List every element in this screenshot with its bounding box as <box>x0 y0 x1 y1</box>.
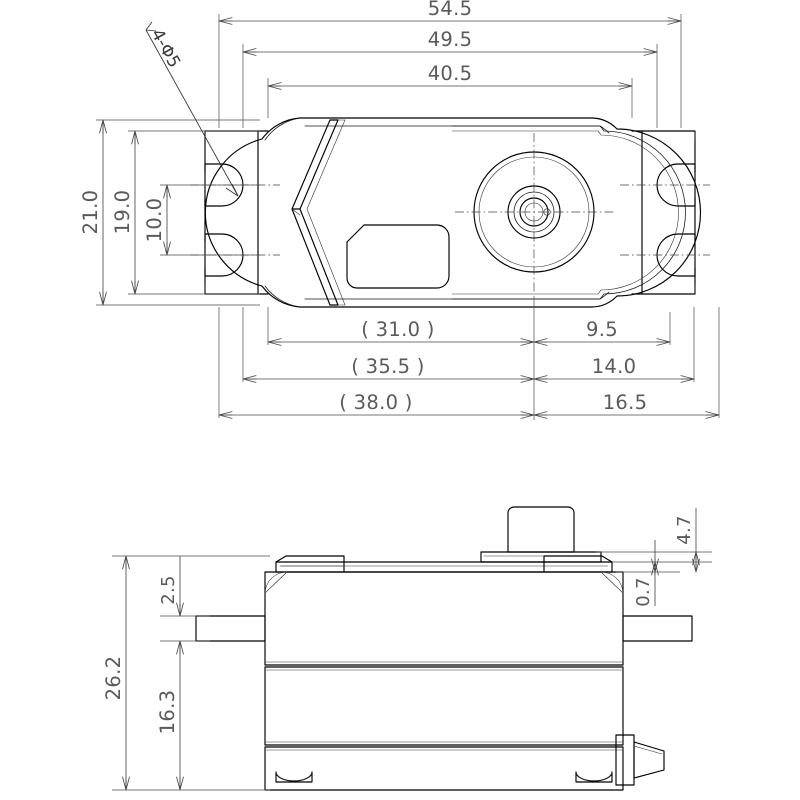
top-case <box>264 571 624 666</box>
side-left-extension-lines <box>112 555 270 791</box>
dim-26-2: 26.2 <box>102 555 130 791</box>
cable-exit <box>615 734 665 786</box>
side-right-tab <box>622 615 693 642</box>
dim-19-0-text: 19.0 <box>111 190 134 235</box>
dim-40-5: 40.5 <box>267 62 633 90</box>
top-extension-lines <box>218 14 682 128</box>
dim-21-0: 21.0 <box>79 119 107 306</box>
dim-38-0: ( 38.0 ) <box>218 391 535 419</box>
dim-9-5-text: 9.5 <box>586 318 618 341</box>
chevron-rib <box>291 119 346 306</box>
right-mounting-tab <box>641 130 696 295</box>
output-shaft <box>455 133 614 292</box>
dim-14-0: 14.0 <box>533 355 695 383</box>
dim-2-5-text: 2.5 <box>158 575 179 605</box>
dim-31-0: ( 31.0 ) <box>267 318 535 346</box>
dim-26-2-text: 26.2 <box>102 656 125 701</box>
top-view: 54.5 49.5 40.5 4-Φ5 <box>79 0 720 420</box>
dim-40-5-text: 40.5 <box>428 62 473 85</box>
upper-flange <box>275 555 613 573</box>
hole-callout-text: 4-Φ5 <box>147 26 184 72</box>
dim-10-0: 10.0 <box>143 184 171 256</box>
dim-49-5-text: 49.5 <box>428 28 473 51</box>
servo-body-outline <box>204 117 701 308</box>
dim-16-3-text: 16.3 <box>156 690 179 735</box>
dim-35-5: ( 35.5 ) <box>242 355 535 383</box>
dim-38-0-text: ( 38.0 ) <box>339 391 412 414</box>
dim-19-0: 19.0 <box>111 130 139 295</box>
left-extension-lines <box>96 119 260 306</box>
hole-callout: 4-Φ5 <box>145 21 239 197</box>
dim-16-5-text: 16.5 <box>603 391 648 414</box>
dim-31-0-text: ( 31.0 ) <box>361 318 434 341</box>
dim-4-7: 4.7 <box>674 508 700 573</box>
dim-2-5: 2.5 <box>158 556 184 617</box>
side-right-extension-lines <box>596 551 712 573</box>
bottom-cover <box>264 746 624 791</box>
side-left-tab <box>195 615 266 642</box>
dim-16-5: 16.5 <box>533 391 720 419</box>
shaft-boss <box>480 506 602 563</box>
dim-49-5: 49.5 <box>242 28 658 56</box>
dim-21-0-text: 21.0 <box>79 190 102 235</box>
dim-4-7-text: 4.7 <box>674 515 695 545</box>
bottom-extension-lines <box>218 296 720 420</box>
lower-case <box>264 666 624 746</box>
dim-14-0-text: 14.0 <box>592 355 637 378</box>
dim-9-5: 9.5 <box>533 318 671 346</box>
dim-35-5-text: ( 35.5 ) <box>351 355 424 378</box>
dim-54-5-text: 54.5 <box>428 0 473 20</box>
dim-0-7-text: 0.7 <box>633 577 654 607</box>
dim-0-7: 0.7 <box>633 540 659 607</box>
dim-10-0-text: 10.0 <box>143 198 166 243</box>
dim-54-5: 54.5 <box>218 0 682 25</box>
label-window <box>346 224 450 289</box>
top-deck <box>451 125 686 300</box>
side-view: 26.2 2.5 16.3 4.7 <box>102 506 712 791</box>
dim-16-3: 16.3 <box>156 640 184 791</box>
